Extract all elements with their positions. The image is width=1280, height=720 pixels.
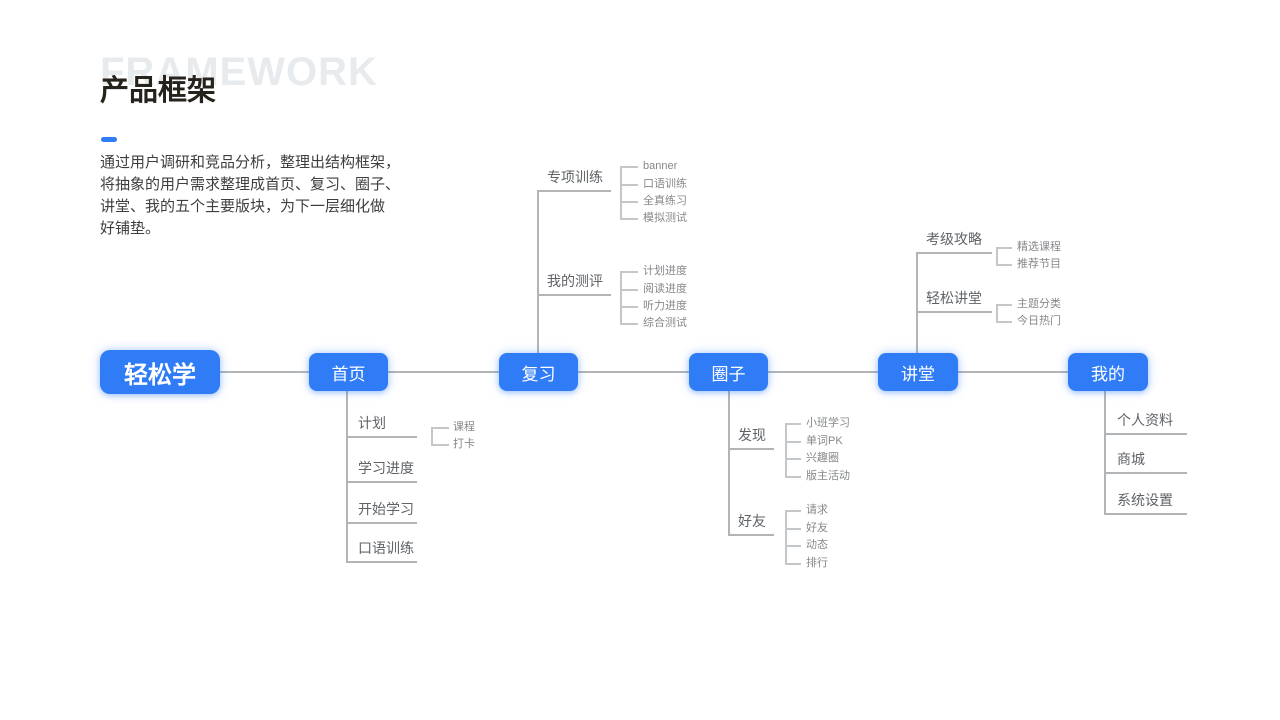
special-training-tick [620, 201, 638, 203]
main-connector-line [160, 371, 1108, 373]
branch-label-friends: 好友 [728, 513, 774, 536]
subitem-listening-progress: 听力进度 [643, 300, 687, 312]
friends-tick [785, 528, 801, 530]
circle-branch-trunk-line [728, 372, 730, 536]
subitem-check-in: 打卡 [453, 438, 475, 450]
plan-bracket-line [431, 428, 433, 446]
branch-label-my-assessment: 我的测评 [537, 273, 611, 296]
subitem-feed: 动态 [806, 539, 828, 551]
subitem-full-practice: 全真练习 [643, 195, 687, 207]
page-title: 产品框架 [100, 75, 217, 107]
friends-tick [785, 545, 801, 547]
subitem-courses: 课程 [453, 421, 475, 433]
my-assessment-bracket-line [620, 272, 622, 324]
my-assessment-tick [620, 323, 638, 325]
subitem-topic-categories: 主题分类 [1017, 298, 1061, 310]
discover-bracket-line [785, 424, 787, 477]
description-line: 讲堂、我的五个主要版块，为下一层细化做 [100, 198, 386, 215]
subitem-recommended-programs: 推荐节目 [1017, 258, 1061, 270]
subitem-comprehensive-test: 综合测试 [643, 317, 687, 329]
description: 通过用户调研和竞品分析，整理出结构框架， 将抽象的用户需求整理成首页、复习、圈子… [100, 152, 400, 240]
special-training-bracket-line [620, 167, 622, 219]
subitem-banner: banner [643, 160, 678, 172]
subitem-word-pk: 单词PK [806, 435, 843, 447]
easy-lecture-tick [996, 304, 1012, 306]
branch-label-study-progress: 学习进度 [346, 460, 417, 483]
branch-label-special-training: 专项训练 [537, 169, 611, 192]
friends-tick [785, 563, 801, 565]
node-lecture: 讲堂 [878, 353, 958, 391]
branch-label-discover: 发现 [728, 427, 774, 450]
exam-guide-tick [996, 247, 1012, 249]
exam-guide-bracket-line [996, 248, 998, 265]
subitem-friends: 好友 [806, 522, 828, 534]
subitem-mock-test: 模拟测试 [643, 212, 687, 224]
branch-label-profile: 个人资料 [1104, 412, 1187, 435]
branch-label-exam-guide: 考级攻略 [916, 231, 992, 254]
discover-tick [785, 423, 801, 425]
subitem-selected-courses: 精选课程 [1017, 241, 1061, 253]
subitem-plan-progress: 计划进度 [643, 265, 687, 277]
description-line: 好铺垫。 [100, 220, 161, 237]
branch-label-oral-training: 口语训练 [346, 540, 417, 563]
friends-bracket-line [785, 511, 787, 564]
description-line: 将抽象的用户需求整理成首页、复习、圈子、 [100, 176, 401, 193]
subitem-oral-training: 口语训练 [643, 178, 687, 190]
branch-label-mall: 商城 [1104, 451, 1187, 474]
subitem-requests: 请求 [806, 504, 828, 516]
description-line: 通过用户调研和竞品分析，整理出结构框架， [100, 154, 401, 171]
branch-label-plan: 计划 [346, 415, 417, 438]
subitem-reading-progress: 阅读进度 [643, 283, 687, 295]
my-assessment-tick [620, 289, 638, 291]
subitem-moderator-events: 版主活动 [806, 470, 850, 482]
subitem-small-class-study: 小班学习 [806, 417, 850, 429]
my-assessment-tick [620, 306, 638, 308]
accent-dash [101, 137, 117, 142]
review-branch-trunk-line [537, 190, 539, 372]
branch-label-easy-lecture: 轻松讲堂 [916, 290, 992, 313]
discover-tick [785, 458, 801, 460]
branch-label-settings: 系统设置 [1104, 492, 1187, 515]
special-training-tick [620, 218, 638, 220]
plan-tick [431, 427, 449, 429]
node-mine: 我的 [1068, 353, 1148, 391]
subitem-interest-circle: 兴趣圈 [806, 452, 839, 464]
special-training-tick [620, 166, 638, 168]
special-training-tick [620, 184, 638, 186]
subitem-ranking: 排行 [806, 557, 828, 569]
background-watermark-title: FRAMEWORK [100, 50, 378, 94]
plan-tick [431, 444, 449, 446]
node-home: 首页 [309, 353, 388, 391]
subitem-today-hot: 今日热门 [1017, 315, 1061, 327]
my-assessment-tick [620, 271, 638, 273]
node-circle: 圈子 [689, 353, 768, 391]
easy-lecture-tick [996, 321, 1012, 323]
node-review: 复习 [499, 353, 578, 391]
exam-guide-tick [996, 264, 1012, 266]
mine-branch-trunk-line [1104, 372, 1106, 515]
branch-label-start-study: 开始学习 [346, 501, 417, 524]
home-branch-trunk-line [346, 372, 348, 563]
friends-tick [785, 510, 801, 512]
discover-tick [785, 441, 801, 443]
discover-tick [785, 476, 801, 478]
node-root: 轻松学 [100, 350, 220, 394]
easy-lecture-bracket-line [996, 305, 998, 322]
